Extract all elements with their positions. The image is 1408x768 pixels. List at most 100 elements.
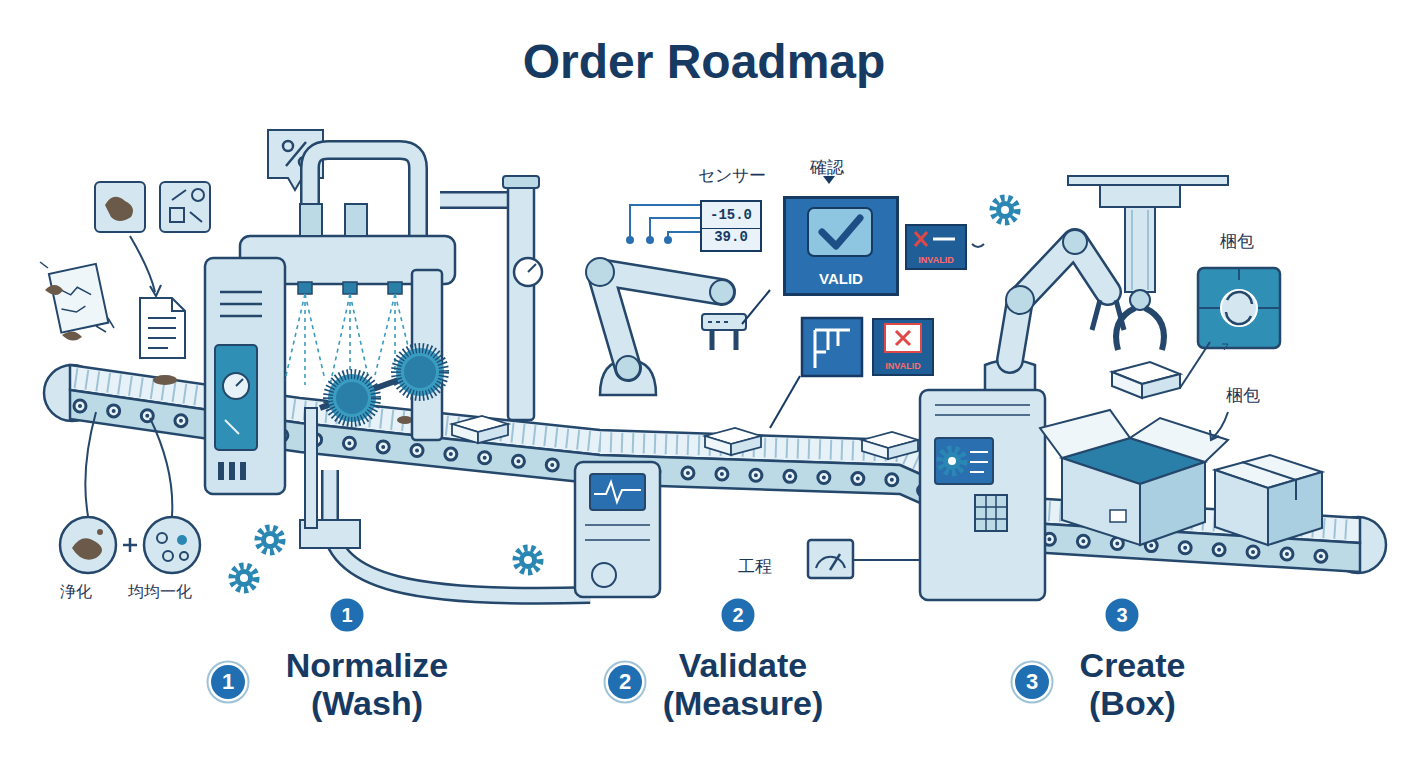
washing-machine-part (503, 176, 539, 188)
packing-station-part (975, 495, 1007, 531)
document-icons-part (170, 208, 184, 222)
node-text: VALID (819, 270, 863, 287)
process-icons-part (123, 538, 137, 552)
gear-icons-part (516, 548, 540, 572)
washing-machine (205, 150, 542, 528)
validation-screens-part (770, 376, 800, 428)
callout-number: 3 (1026, 671, 1038, 693)
annotation-label: 梱包 (1220, 232, 1254, 251)
node-text: INVALID (885, 361, 920, 371)
washing-machine-part (396, 348, 444, 396)
packing-station-part (940, 449, 964, 473)
annotation-label: センサー (698, 166, 766, 185)
validation-screens-part (823, 176, 835, 184)
robot-arm-part (712, 330, 736, 350)
annotation-label: 均均一化 (128, 583, 192, 601)
packing-station-part (935, 438, 993, 484)
valid-screen: VALID (783, 196, 899, 296)
badge-ring (1012, 662, 1053, 703)
packing-station-part (975, 495, 1007, 531)
pipe-part (330, 470, 590, 596)
packing-station-part (1210, 430, 1219, 440)
parcel-blocks (452, 416, 918, 459)
washing-machine-part (218, 462, 224, 480)
diagram-title: Order Roadmap (0, 34, 1408, 89)
process-gauge-part (808, 540, 853, 578)
process-icons-part (144, 517, 200, 573)
washing-machine-part (215, 345, 257, 450)
validation-screens-part (872, 318, 934, 376)
washing-machine-part (305, 408, 317, 528)
document-icons-part (150, 285, 161, 296)
process-icons (60, 412, 200, 573)
document-icons-part-part (49, 264, 108, 333)
robot-arm-part (702, 314, 746, 330)
process-icons-part (85, 412, 96, 516)
washing-machine-part (508, 180, 534, 420)
document-icons-part (148, 318, 176, 348)
washing-machine-part (345, 204, 367, 236)
pipe (300, 470, 590, 596)
badge-fill (330, 598, 365, 633)
process-icons-part (177, 535, 187, 545)
step-number-badge: 3 (1103, 596, 1141, 634)
badge-fill (211, 665, 245, 699)
document-icons-part (130, 236, 155, 292)
validation-screens-part (742, 290, 770, 324)
parcel-blocks-part (452, 416, 508, 443)
sensor-wires-part (646, 236, 654, 244)
callout-number: 2 (619, 671, 631, 693)
packing-station-part (970, 452, 988, 472)
robot-arm-part (710, 280, 734, 304)
packing-station-part (1221, 290, 1257, 326)
validation-screens-part (783, 196, 899, 296)
percent-icon-part (283, 141, 293, 151)
packing-station-part (1130, 418, 1228, 462)
step-number-badge: 3 (1010, 660, 1054, 704)
packing-station-part (1215, 470, 1268, 545)
sensor-readout: -15.039.0 (700, 200, 762, 252)
pipe-part (330, 470, 590, 596)
measuring-machine-part (592, 563, 616, 587)
packing-station-part (1063, 230, 1087, 254)
measuring-machine-part (575, 462, 660, 597)
packing-station-part (1180, 342, 1210, 388)
document-icons-part (160, 182, 210, 232)
badge-fill (608, 665, 642, 699)
packing-station-part (1140, 462, 1205, 545)
process-gauge (808, 540, 922, 578)
parcel-blocks-part (705, 428, 761, 455)
invalid-panel: INVALID (872, 318, 934, 376)
packing-station-part (1110, 510, 1126, 522)
annotation-label: 浄化 (60, 583, 92, 601)
packing-station-part (1006, 286, 1034, 314)
validation-screens-part (915, 232, 927, 246)
callout-number: 3 (1116, 605, 1127, 625)
washing-machine-part (310, 150, 418, 240)
process-icons-part (150, 418, 172, 516)
packing-station-part (1198, 268, 1280, 348)
sensor-wires-part (626, 236, 634, 244)
parcel-blocks-part (862, 432, 918, 459)
process-icons-part (60, 517, 116, 573)
measuring-machine-part (590, 474, 645, 510)
validation-screens-part (802, 318, 862, 376)
sensor-wires-part (664, 236, 672, 244)
node-text: INVALID (918, 255, 953, 265)
robot-arm-part (708, 321, 728, 323)
packing-station-part (1226, 292, 1252, 324)
annotation-label: 確認 (810, 158, 844, 177)
step-number-badge: 1 (328, 596, 366, 634)
document-icons-part (95, 182, 145, 232)
callout-number: 1 (341, 605, 352, 625)
packing-station (920, 176, 1322, 600)
packing-station-part (1100, 185, 1180, 207)
sensor-wires (626, 205, 700, 244)
packing-station-part (1242, 462, 1296, 500)
validation-screens-part (896, 331, 910, 345)
washing-machine-part (223, 373, 249, 399)
validation-screens-part (808, 208, 872, 256)
document-icons-part (45, 285, 63, 295)
